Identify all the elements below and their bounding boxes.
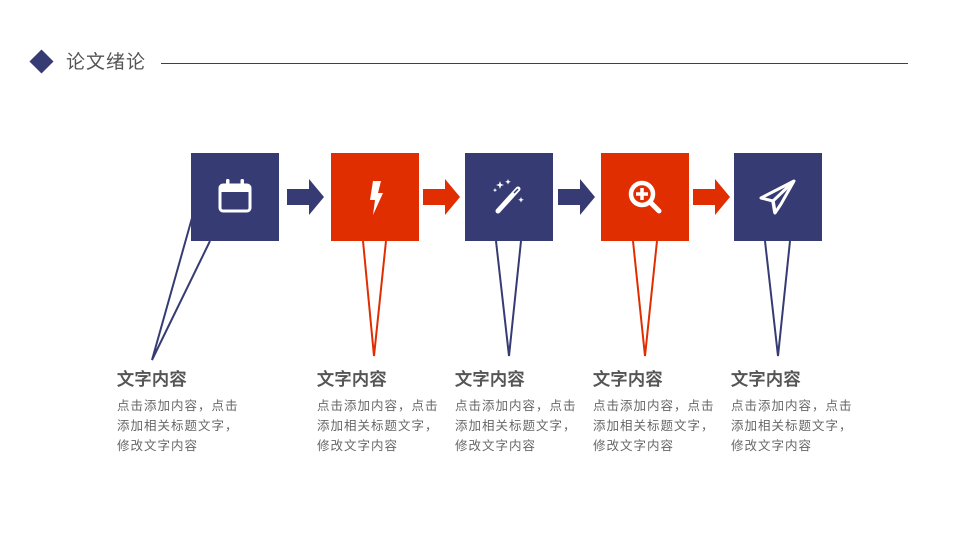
zoom-in-icon	[628, 180, 662, 214]
header-diamond	[29, 49, 54, 74]
desc-line: 添加相关标题文字，	[317, 418, 439, 433]
step-3-text: 文字内容 点击添加内容，点击 添加相关标题文字， 修改文字内容	[455, 368, 605, 456]
step-2-text: 文字内容 点击添加内容，点击 添加相关标题文字， 修改文字内容	[317, 368, 467, 456]
header-divider	[161, 63, 908, 64]
desc-line: 点击添加内容，点击	[317, 398, 439, 413]
step-title: 文字内容	[731, 370, 801, 390]
desc-line: 修改文字内容	[455, 438, 537, 453]
desc-line: 修改文字内容	[317, 438, 399, 453]
magic-wand-icon	[492, 179, 524, 214]
arrow-right-icon	[693, 179, 730, 215]
step-desc: 点击添加内容，点击 添加相关标题文字， 修改文字内容	[731, 396, 881, 456]
step-4-text: 文字内容 点击添加内容，点击 添加相关标题文字， 修改文字内容	[593, 368, 743, 456]
arrow-right-icon	[287, 179, 324, 215]
desc-line: 添加相关标题文字，	[593, 418, 715, 433]
step-5-text: 文字内容 点击添加内容，点击 添加相关标题文字， 修改文字内容	[731, 368, 881, 456]
desc-line: 修改文字内容	[731, 438, 813, 453]
step-1-text: 文字内容 点击添加内容，点击 添加相关标题文字， 修改文字内容	[117, 368, 267, 456]
desc-line: 点击添加内容，点击	[731, 398, 853, 413]
desc-line: 修改文字内容	[593, 438, 675, 453]
arrow-right-icon	[558, 179, 595, 215]
lightning-icon	[370, 181, 383, 215]
step-desc: 点击添加内容，点击 添加相关标题文字， 修改文字内容	[455, 396, 605, 456]
step-desc: 点击添加内容，点击 添加相关标题文字， 修改文字内容	[117, 396, 267, 456]
desc-line: 添加相关标题文字，	[731, 418, 853, 433]
desc-line: 添加相关标题文字，	[117, 418, 239, 433]
step-4-box	[601, 153, 689, 241]
desc-line: 点击添加内容，点击	[593, 398, 715, 413]
step-desc: 点击添加内容，点击 添加相关标题文字， 修改文字内容	[317, 396, 467, 456]
arrow-right-icon	[423, 179, 460, 215]
step-title: 文字内容	[317, 370, 387, 390]
step-5-box	[734, 153, 822, 241]
paper-plane-icon	[759, 179, 796, 215]
step-desc: 点击添加内容，点击 添加相关标题文字， 修改文字内容	[593, 396, 743, 456]
step-title: 文字内容	[455, 370, 525, 390]
step-2-box	[331, 153, 419, 241]
page-title: 论文绪论	[66, 51, 147, 73]
desc-line: 点击添加内容，点击	[117, 398, 239, 413]
step-title: 文字内容	[593, 370, 663, 390]
desc-line: 修改文字内容	[117, 438, 199, 453]
step-1-box	[191, 153, 279, 241]
desc-line: 添加相关标题文字，	[455, 418, 577, 433]
desc-line: 点击添加内容，点击	[455, 398, 577, 413]
step-title: 文字内容	[117, 370, 187, 390]
step-3-box	[465, 153, 553, 241]
calendar-icon	[218, 179, 252, 213]
